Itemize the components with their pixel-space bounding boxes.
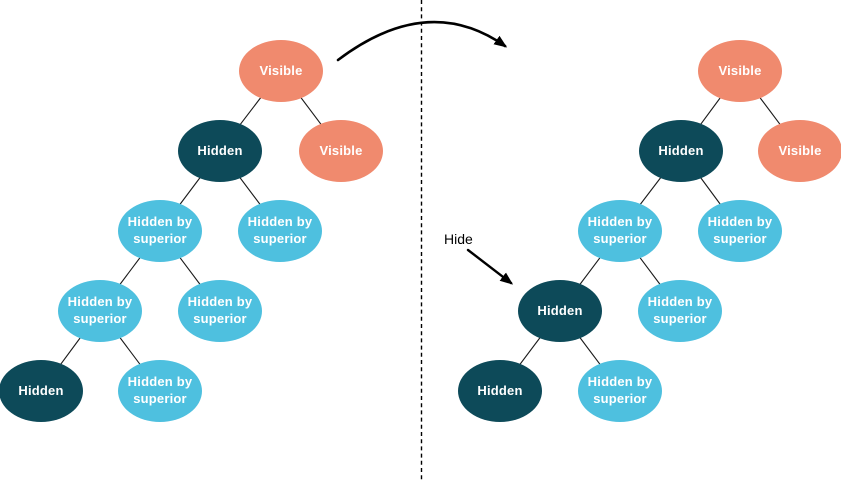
tree-node-hidden-by-superior: Hidden by superior xyxy=(178,280,262,342)
tree-node-hidden-by-superior: Hidden by superior xyxy=(118,200,202,262)
tree-node-visible: Visible xyxy=(299,120,383,182)
hide-arrow xyxy=(466,248,514,285)
hide-annotation-label: Hide xyxy=(444,231,473,247)
tree-node-hidden-by-superior: Hidden by superior xyxy=(118,360,202,422)
tree-node-hidden-by-superior: Hidden by superior xyxy=(578,200,662,262)
tree-node-hidden: Hidden xyxy=(458,360,542,422)
tree-node-hidden-by-superior: Hidden by superior xyxy=(698,200,782,262)
tree-node-hidden: Hidden xyxy=(0,360,83,422)
tree-node-hidden-by-superior: Hidden by superior xyxy=(238,200,322,262)
tree-node-visible: Visible xyxy=(239,40,323,102)
tree-node-hidden: Hidden xyxy=(518,280,602,342)
tree-node-hidden: Hidden xyxy=(639,120,723,182)
tree-node-hidden-by-superior: Hidden by superior xyxy=(638,280,722,342)
tree-node-hidden-by-superior: Hidden by superior xyxy=(578,360,662,422)
transform-arrow xyxy=(336,20,508,62)
tree-node-visible: Visible xyxy=(698,40,782,102)
tree-node-visible: Visible xyxy=(758,120,841,182)
tree-node-hidden: Hidden xyxy=(178,120,262,182)
tree-node-hidden-by-superior: Hidden by superior xyxy=(58,280,142,342)
